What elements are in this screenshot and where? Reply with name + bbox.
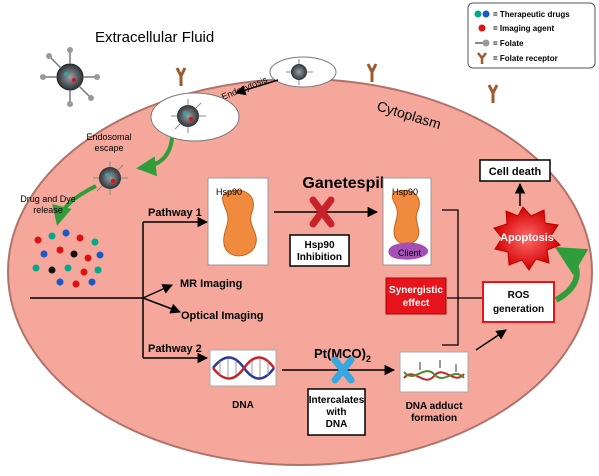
ros-generation-box	[482, 281, 555, 323]
ros-label-2: generation	[493, 304, 544, 315]
pathway1-label: Pathway 1	[148, 207, 202, 219]
mr-imaging-label: MR Imaging	[180, 278, 242, 290]
dna-adduct-panel	[399, 351, 469, 393]
hsp90-client-label: Hsp90	[392, 187, 418, 197]
folate-receptor-icon	[175, 67, 187, 86]
block-cross-icon	[331, 356, 355, 384]
client-protein	[388, 242, 429, 260]
block-cross-icon	[309, 196, 335, 228]
legend: = Therapeutic drugs = Imaging agent = Fo…	[467, 2, 596, 69]
apoptosis-starburst	[493, 206, 561, 271]
dna-helix-icon	[212, 356, 276, 380]
adduct-label-1: DNA adduct	[406, 401, 464, 412]
cell-death-box	[479, 159, 551, 182]
legend-folate: = Folate	[493, 39, 524, 48]
convergence-bracket	[442, 209, 459, 346]
drug-dot-icon	[482, 10, 490, 18]
optical-imaging-label: Optical Imaging	[181, 310, 264, 322]
cell-death-label: Cell death	[489, 166, 542, 178]
pathway2-label: Pathway 2	[148, 343, 202, 355]
endosomal-escape-label-2: escape	[94, 143, 123, 153]
adduct-to-ros-arrow	[475, 329, 507, 351]
inhibition-label-2: Inhibition	[297, 252, 342, 263]
nanoparticle-icon	[40, 47, 100, 107]
hsp90-protein	[222, 189, 257, 257]
folate-icon	[475, 39, 490, 47]
synergistic-label-2: effect	[403, 298, 430, 309]
legend-drugs: = Therapeutic drugs	[493, 10, 570, 19]
client-label: Client	[398, 248, 422, 258]
legend-imaging: = Imaging agent	[493, 24, 554, 33]
intercalates-label-2: with	[326, 407, 347, 418]
synergistic-effect-box	[385, 277, 447, 315]
adduct-label-2: formation	[411, 413, 457, 424]
release-label-2: release	[33, 205, 63, 215]
legend-receptor: = Folate receptor	[493, 54, 558, 63]
drug-dot-icon	[474, 10, 482, 18]
intercalates-label-1: Intercalates	[309, 395, 365, 406]
release-label-1: Drug and Dye	[20, 194, 76, 204]
release-arrow	[52, 184, 97, 226]
nanoparticle-icon	[286, 59, 313, 85]
imaging-dot-icon	[478, 24, 486, 32]
dna-label: DNA	[232, 400, 254, 411]
released-drugs-dots	[32, 229, 104, 288]
apoptosis-label: Apoptosis	[500, 232, 554, 244]
hsp90-label: Hsp90	[216, 187, 242, 197]
ganetespib-title: Ganetespib	[302, 175, 389, 192]
synergistic-label-1: Synergistic	[389, 285, 443, 296]
inhibition-label-1: Hsp90	[304, 240, 334, 251]
hsp90-protein	[391, 189, 420, 245]
nanoparticle-icon	[93, 161, 128, 195]
intercalates-box	[307, 388, 366, 436]
ros-to-apoptosis-arrow	[554, 246, 589, 303]
nanoparticle-icon	[171, 99, 206, 133]
folate-receptor-icon	[487, 84, 499, 103]
dna-adduct-icon	[403, 360, 465, 381]
pathway-branch-lines	[30, 216, 209, 364]
ros-label-1: ROS	[508, 290, 530, 301]
extracellular-label: Extracellular Fluid	[95, 29, 214, 46]
intercalates-label-3: DNA	[326, 419, 348, 430]
folate-receptor-icon	[366, 63, 378, 82]
folate-receptor-icon	[477, 52, 487, 64]
hsp90-inhibition-box	[289, 234, 350, 267]
endocytosis-arrow	[234, 79, 279, 96]
endosomal-escape-label-1: Endosomal	[86, 132, 131, 142]
endosomal-escape-arrow	[136, 137, 174, 177]
